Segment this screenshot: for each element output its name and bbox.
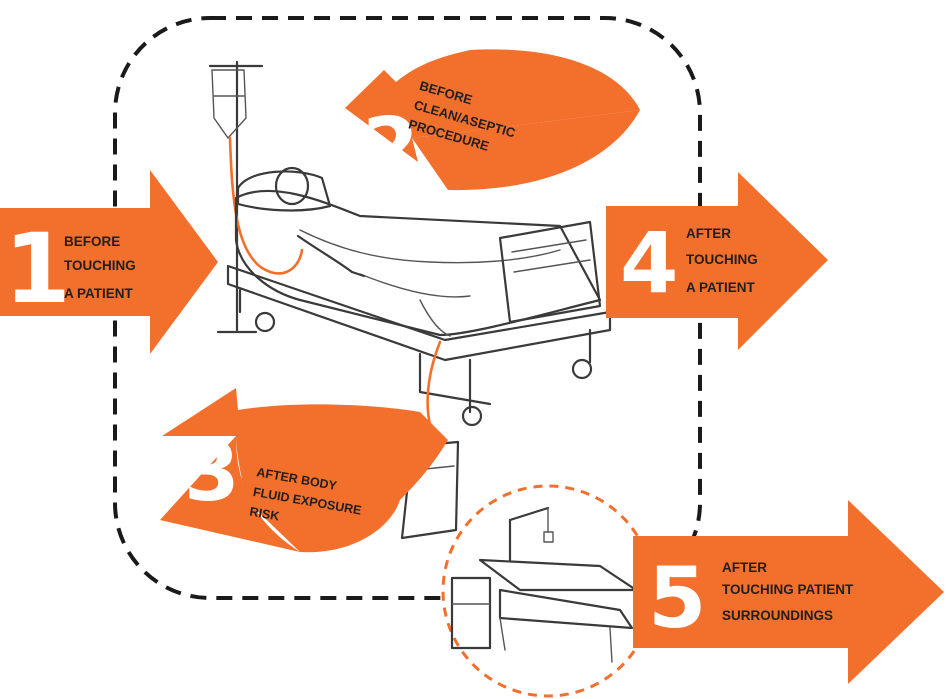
moment-4-number: 4 — [620, 214, 678, 312]
moment-1-arrow — [0, 170, 218, 354]
hospital-bed-illustration — [208, 60, 612, 540]
moment-5-label: AFTER TOUCHING PATIENT SURROUNDINGS — [722, 560, 857, 623]
moment-4-arrow — [606, 172, 828, 350]
moment-5-arrow — [633, 500, 944, 684]
moment-1-label: BEFORE TOUCHING A PATIENT — [64, 234, 140, 301]
moment-2-number: 2 — [362, 101, 419, 196]
moment-3-arrow — [162, 388, 448, 553]
moment-2-arrow — [345, 49, 640, 163]
moment-3-number: 3 — [184, 426, 240, 519]
moment-1-number: 1 — [4, 213, 71, 325]
moment-4-label: AFTER TOUCHING A PATIENT — [686, 226, 762, 295]
moment-5-number: 5 — [648, 549, 706, 647]
